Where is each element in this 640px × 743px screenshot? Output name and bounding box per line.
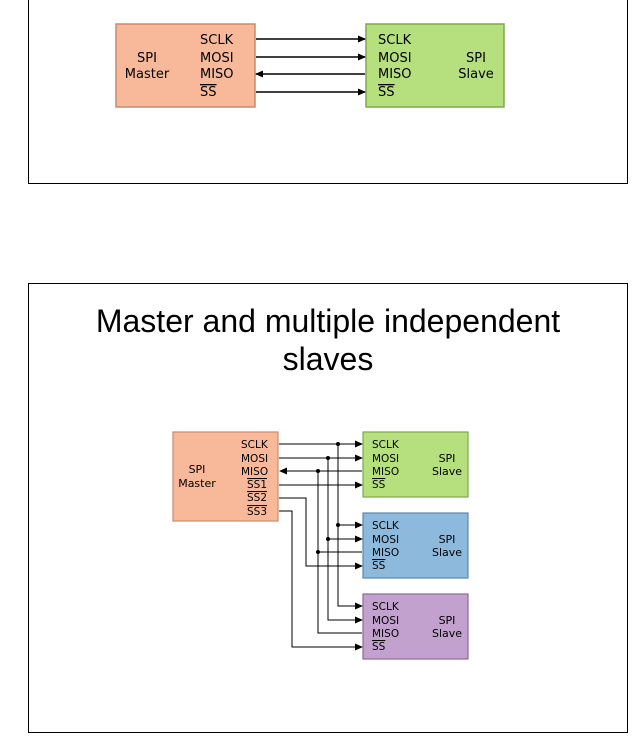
master-signal-ss1: SS1 [247,479,267,491]
junction-sclk-1 [336,442,340,446]
slave-3-name-line2: Slave [432,627,462,640]
junction-miso-2 [316,550,320,554]
spi-slave-3-block [362,593,469,660]
slave-name-line2: Slave [458,67,494,82]
slave-signal-miso: MISO [378,67,412,82]
slave-signal-mosi: MOSI [378,51,412,66]
slave-2-name-line1: SPI [439,533,456,546]
master-signal-ss2: SS2 [247,492,267,504]
diagram-multiple-slaves: SPI Master SCLK MOSI MISO SS1 SS2 SS3 SC… [172,431,469,660]
slave-3-signal-mosi: MOSI [372,615,399,627]
master-signal-mosi: MOSI [200,51,234,66]
spi-slave-block [365,23,505,108]
slave-2-name-line2: Slave [432,546,462,559]
slave-2-signal-miso: MISO [372,547,399,559]
slave-2-signal-sclk: SCLK [372,520,400,532]
slave-1-name-line2: Slave [432,465,462,478]
slave-1-signal-mosi: MOSI [372,453,399,465]
spi-master-block [172,431,279,522]
slave-2-signal-ss: SS [372,560,386,572]
slave-1-signal-ss: SS [372,479,386,491]
slave-signal-ss: SS [378,85,395,100]
master-signal-miso: MISO [200,67,234,82]
slave-3-signal-miso: MISO [372,628,399,640]
slave-signal-sclk: SCLK [378,33,412,48]
master-signal-mosi: MOSI [241,453,268,465]
master-name-line2: Master [178,477,216,490]
wire-mosi-slave3 [327,539,363,624]
slave-name-line1: SPI [466,51,486,66]
master-signal-ss3: SS3 [247,506,267,518]
junction-mosi-1 [326,456,330,460]
junction-sclk-2 [336,523,340,527]
slave-3-name-line1: SPI [439,614,456,627]
wire-miso-slave2 [317,471,362,553]
slide-title-line2: slaves [282,341,374,377]
master-signal-miso: MISO [241,466,268,478]
diagram-single-slave: SPI Master SCLK MOSI MISO SS SCLK MOSI M… [115,23,505,108]
master-signal-sclk: SCLK [200,33,234,48]
spi-slave-2-block [362,512,469,579]
slave-3-signal-sclk: SCLK [372,601,400,613]
master-name-line2: Master [125,67,170,82]
slave-1-signal-sclk: SCLK [372,439,400,451]
slide-title-line1: Master and multiple independent [95,303,561,339]
spi-master-block [115,23,256,108]
wire-miso-slave3 [317,552,362,634]
spi-slave-1-block [362,431,469,498]
master-name-line1: SPI [189,463,206,476]
slave-1-name-line1: SPI [439,452,456,465]
slave-1-signal-miso: MISO [372,466,399,478]
master-signal-ss: SS [200,85,217,100]
wire-ss2 [279,497,363,570]
junction-miso-1 [316,469,320,473]
master-name-line1: SPI [137,51,157,66]
junction-mosi-2 [326,537,330,541]
wire-ss3 [279,510,363,651]
master-signal-sclk: SCLK [241,439,269,451]
slave-3-signal-ss: SS [372,641,386,653]
slave-2-signal-mosi: MOSI [372,534,399,546]
